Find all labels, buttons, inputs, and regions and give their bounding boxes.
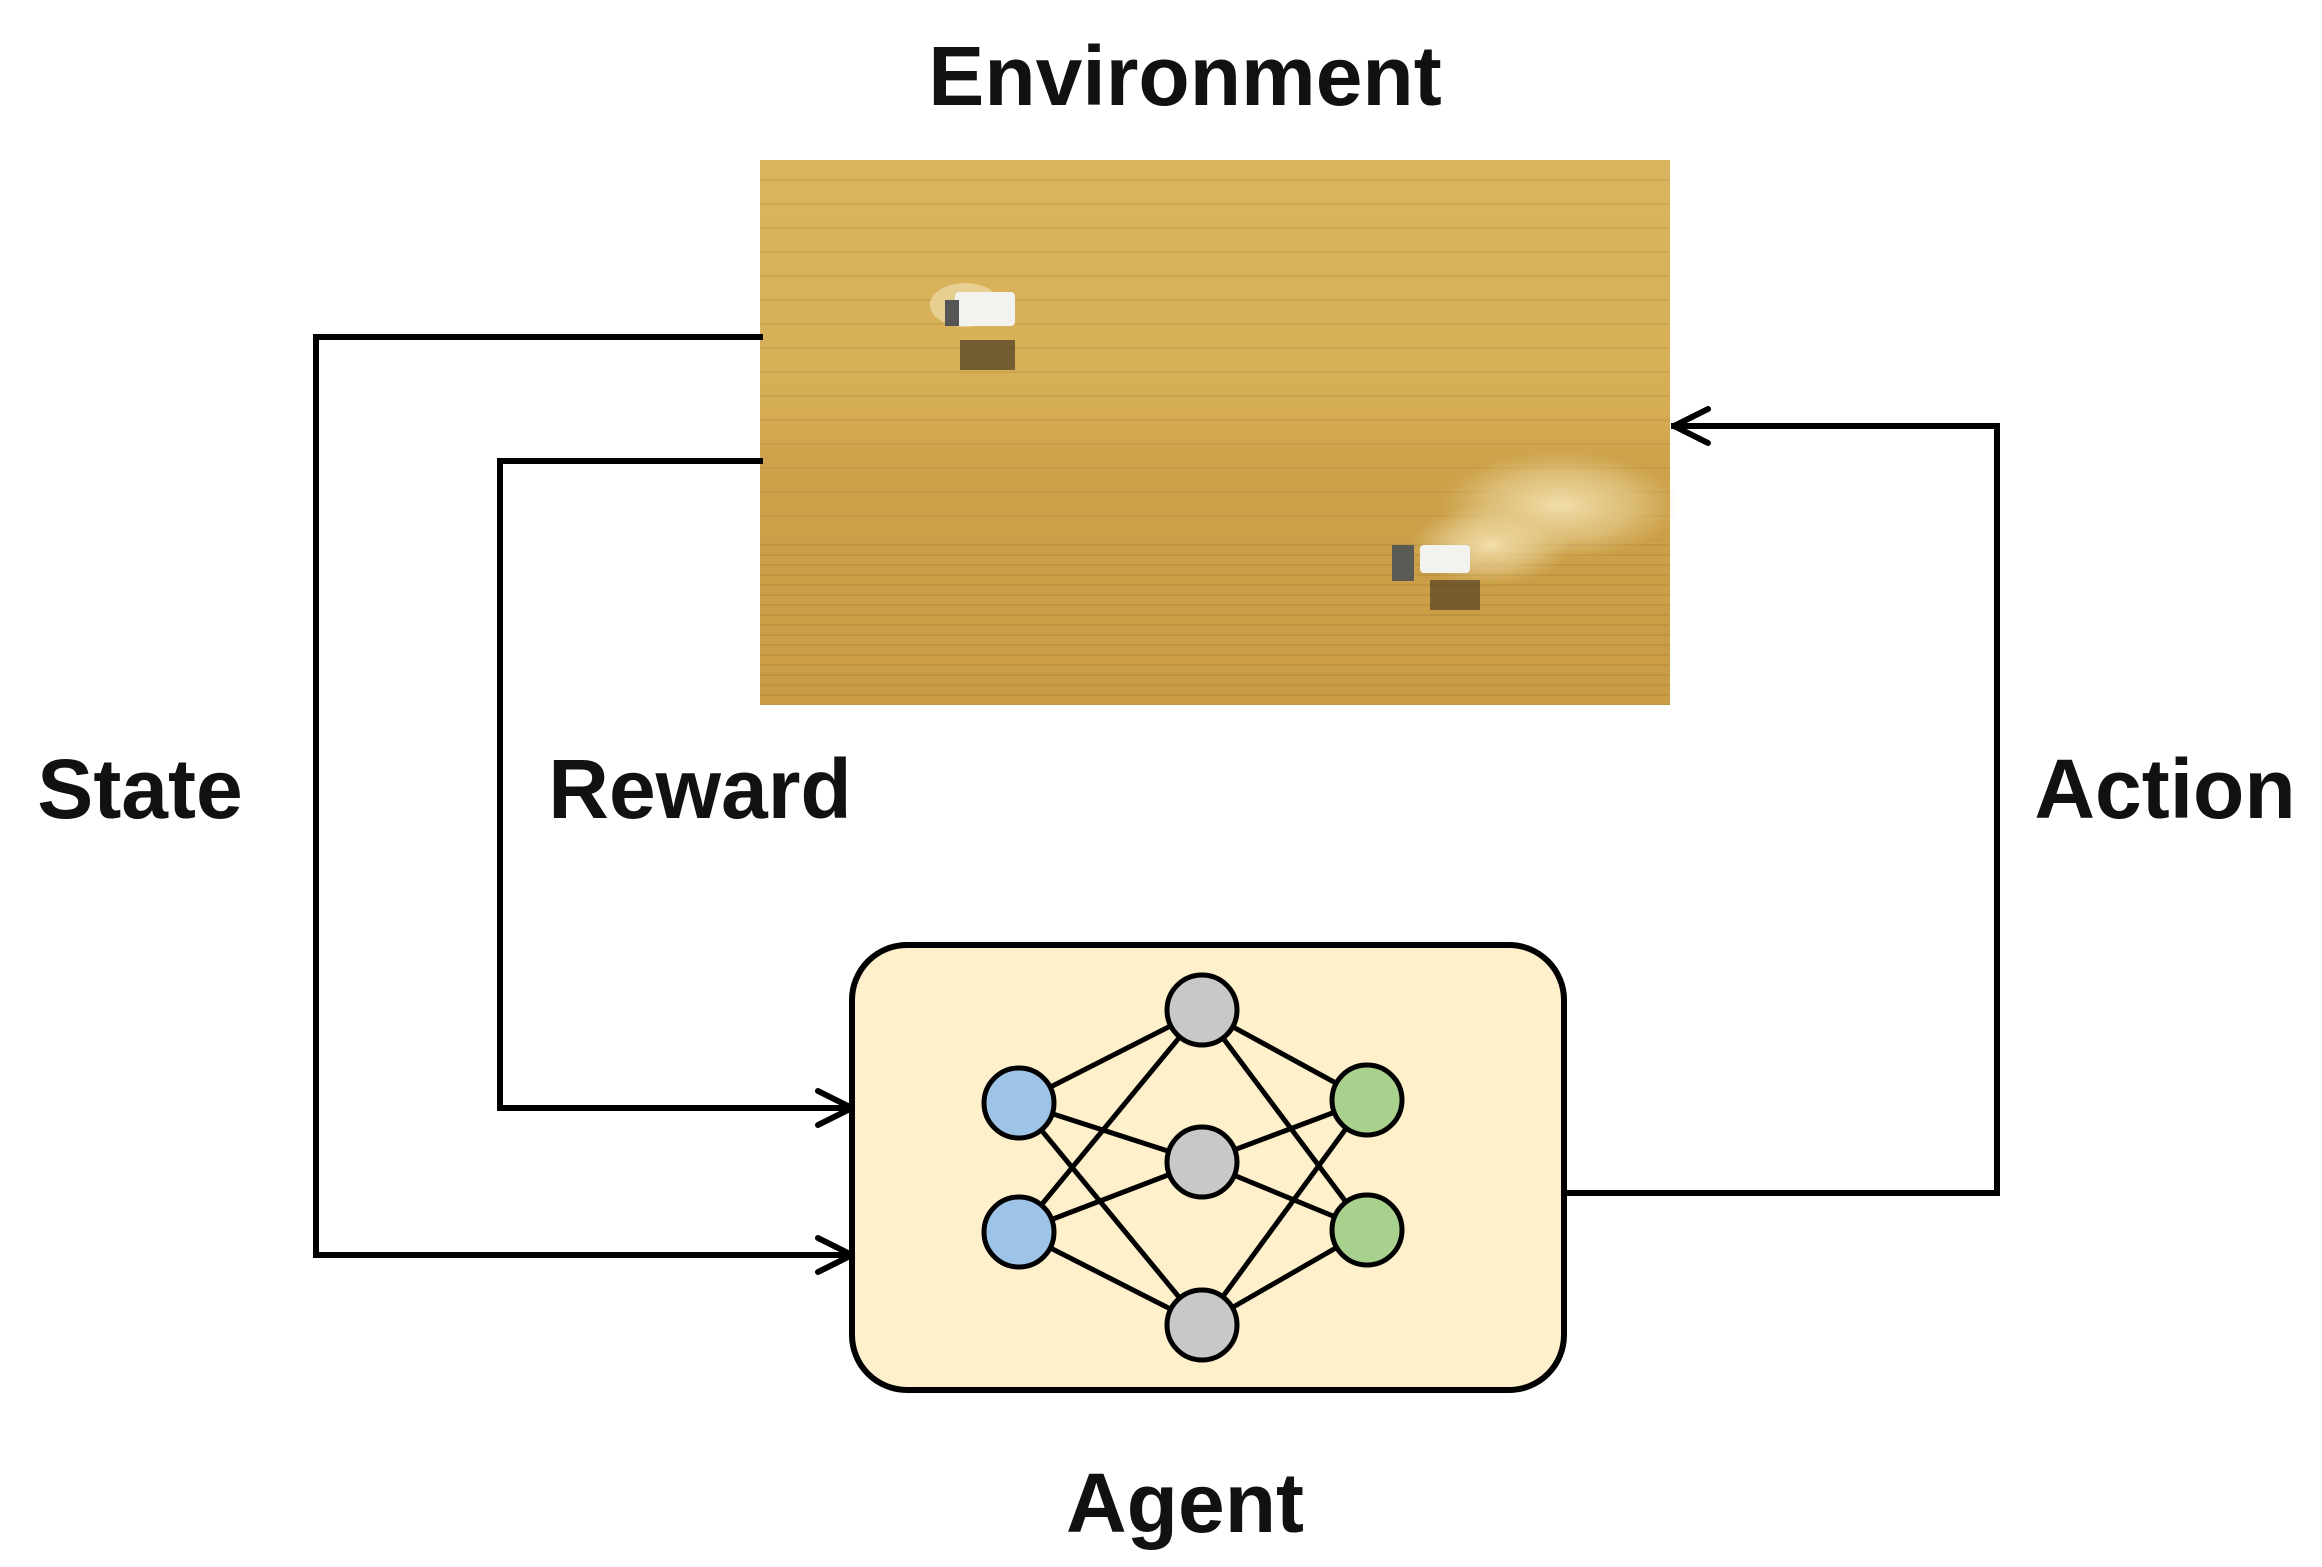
action-arrowhead [1671,406,1711,446]
input-node [981,1194,1057,1270]
hidden-node [1164,972,1240,1048]
action-label: Action [2034,742,2295,836]
environment-title: Environment [928,29,1441,123]
output-node [1329,1062,1405,1138]
nn-edge [1200,1008,1369,1232]
action-connector [1561,423,2000,1196]
hidden-node [1164,1124,1240,1200]
tractor-icon [930,283,1015,370]
nn-edge [1017,1008,1204,1234]
state-connector [313,334,855,1258]
reward-label: Reward [548,742,851,836]
agent-title: Agent [1066,1456,1304,1550]
hidden-node [1164,1287,1240,1363]
input-node [981,1065,1057,1141]
nn-edge [1017,1101,1204,1327]
tractor-icon [1392,450,1680,610]
network-nodes [981,972,1405,1363]
nn-edge [1199,1098,1370,1327]
environment-image [760,160,1680,705]
state-label: State [37,742,242,836]
output-node [1329,1192,1405,1268]
reward-connector [497,458,855,1111]
